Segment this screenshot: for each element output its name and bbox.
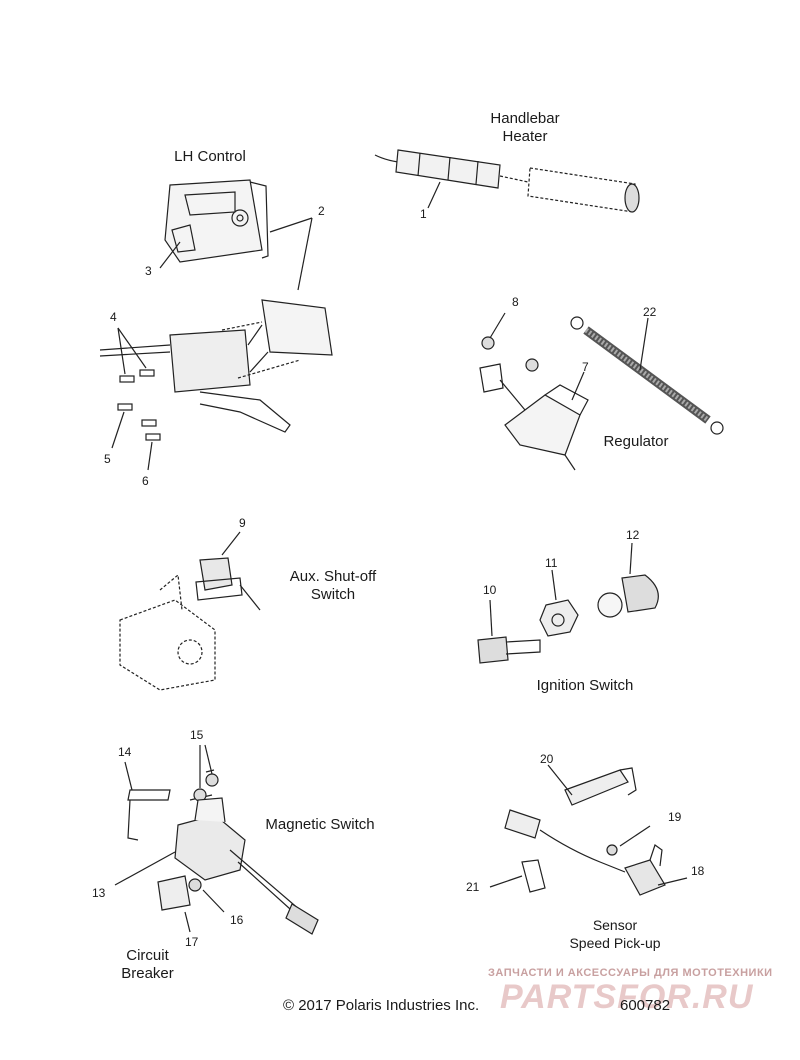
handlebar-heater-text: Handlebar Heater (490, 110, 560, 145)
lh-control-label: LH Control (174, 148, 246, 165)
callout-12: 12 (626, 528, 640, 542)
callout-22: 22 (643, 305, 657, 319)
speed-sensor-drawing (489, 764, 688, 896)
handlebar-heater-drawing (374, 149, 640, 213)
magnetic-switch-drawing (114, 744, 319, 935)
callout-9: 9 (239, 516, 246, 530)
callout-2: 2 (318, 204, 325, 218)
watermark-tagline: ЗАПЧАСТИ И АКСЕССУАРЫ ДЛЯ МОТОТЕХНИКИ (488, 967, 773, 979)
callout-14: 14 (118, 745, 132, 759)
callout-18: 18 (691, 864, 705, 878)
figure-number: 600782 (620, 997, 671, 1014)
callout-5: 5 (104, 452, 111, 466)
aux-shutoff-drawing (119, 531, 261, 691)
magnetic-switch-label: Magnetic Switch (265, 816, 375, 833)
ignition-switch-drawing (477, 542, 659, 664)
circuit-breaker-label: Circuit Breaker (121, 947, 174, 982)
callout-13: 13 (92, 886, 106, 900)
copyright-text: © 2017 Polaris Industries Inc. (283, 997, 480, 1014)
callout-10: 10 (483, 583, 497, 597)
callout-1: 1 (420, 207, 427, 221)
aux-shutoff-label: Aux. Shut-off Switch (289, 568, 377, 603)
handlebar-heater-label: Handlebar Heater (470, 110, 580, 146)
sensor-label: Sensor Speed Pick-up (569, 917, 661, 951)
callout-16: 16 (230, 913, 244, 927)
callout-4: 4 (110, 310, 117, 324)
callout-21: 21 (466, 880, 480, 894)
regulator-label: Regulator (603, 433, 669, 450)
callout-20: 20 (540, 752, 554, 766)
regulator-drawing (479, 312, 724, 471)
callout-17: 17 (185, 935, 199, 949)
callout-8: 8 (512, 295, 519, 309)
ignition-switch-label: Ignition Switch (536, 677, 634, 694)
watermark-logo: PARTSFOR.RU (500, 978, 754, 1016)
callout-7: 7 (582, 360, 589, 374)
callout-15: 15 (190, 728, 204, 742)
callout-19: 19 (668, 810, 682, 824)
callout-3: 3 (145, 264, 152, 278)
callout-11: 11 (545, 556, 558, 570)
lh-control-drawing (99, 179, 333, 471)
callout-6: 6 (142, 474, 149, 488)
